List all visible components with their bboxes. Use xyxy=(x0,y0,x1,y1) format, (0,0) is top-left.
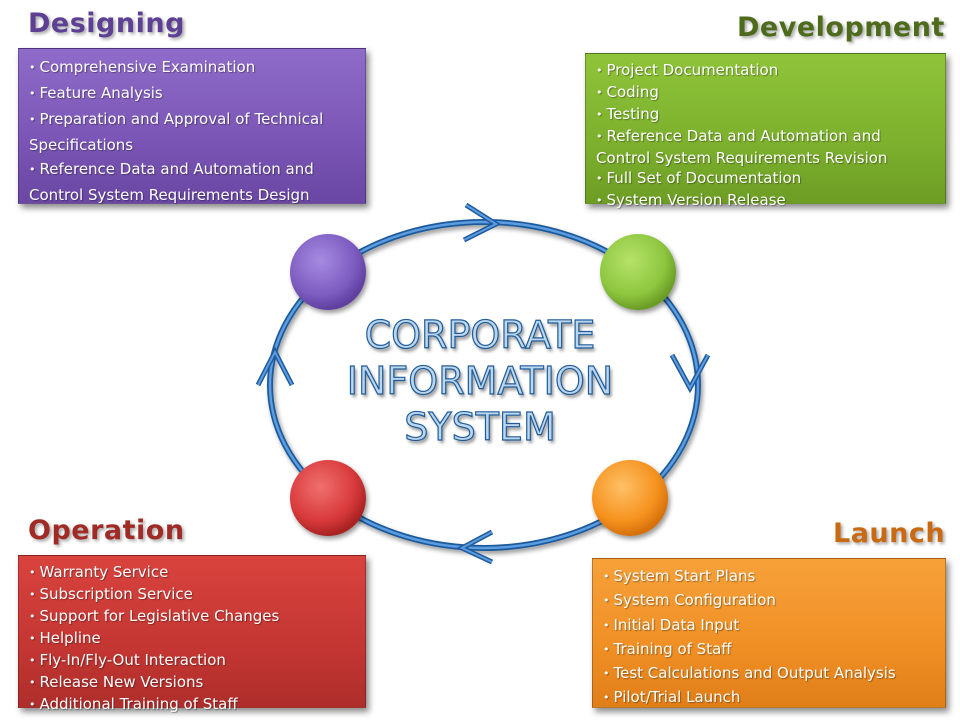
list-item: Project Documentation xyxy=(596,60,937,82)
operation-node xyxy=(290,460,366,536)
list-item: System Start Plans xyxy=(603,565,937,589)
list-item: Coding xyxy=(596,82,937,104)
center-title-line-3: SYSTEM xyxy=(404,404,557,449)
cycle-ring xyxy=(267,219,701,551)
list-item: Reference Data and Automation and Contro… xyxy=(596,126,937,168)
cycle-arrow-bottom xyxy=(456,529,494,565)
launch-heading: Launch xyxy=(833,518,946,549)
list-item: Helpline xyxy=(29,628,357,650)
cycle-arrow-top xyxy=(462,202,502,243)
list-item: Warranty Service xyxy=(29,562,357,584)
list-item: Comprehensive Examination xyxy=(29,55,357,81)
list-item: Testing xyxy=(596,104,937,126)
launch-node xyxy=(592,460,668,536)
center-title-line-1: CORPORATE xyxy=(364,312,596,357)
list-item: Support for Legislative Changes xyxy=(29,606,357,628)
development-heading: Development xyxy=(737,12,945,43)
launch-box: System Start Plans System Configuration … xyxy=(592,558,946,708)
list-item: System Configuration xyxy=(603,589,937,613)
list-item: System Version Release xyxy=(596,190,937,212)
list-item: Additional Training of Staff xyxy=(29,694,357,716)
list-item: Fly-In/Fly-Out Interaction xyxy=(29,650,357,672)
cycle-arrow-right xyxy=(669,353,711,394)
operation-box: Warranty Service Subscription Service Su… xyxy=(18,555,366,713)
launch-list: System Start Plans System Configuration … xyxy=(603,565,937,711)
operation-list: Warranty Service Subscription Service Su… xyxy=(29,562,357,716)
list-item: Full Set of Documentation xyxy=(596,168,937,190)
list-item: Subscription Service xyxy=(29,584,357,606)
designing-box: Comprehensive Examination Feature Analys… xyxy=(18,48,366,204)
list-item: Release New Versions xyxy=(29,672,357,694)
designing-list: Comprehensive Examination Feature Analys… xyxy=(29,55,357,207)
cycle-arrow-left xyxy=(255,346,295,387)
list-item: Feature Analysis xyxy=(29,81,357,107)
center-title-line-2: INFORMATION xyxy=(346,358,614,403)
list-item: Training of Staff xyxy=(603,638,937,662)
development-list: Project Documentation Coding Testing Ref… xyxy=(596,60,937,212)
list-item: Pilot/Trial Launch xyxy=(603,686,937,710)
list-item: Reference Data and Automation and Contro… xyxy=(29,157,357,207)
list-item: Test Calculations and Output Analysis xyxy=(603,662,937,686)
operation-heading: Operation xyxy=(28,515,185,546)
designing-heading: Designing xyxy=(28,8,185,39)
list-item: Preparation and Approval of Technical Sp… xyxy=(29,107,357,157)
designing-node xyxy=(290,234,366,310)
center-title: CORPORATE INFORMATION SYSTEM xyxy=(330,312,630,450)
list-item: Initial Data Input xyxy=(603,614,937,638)
development-node xyxy=(600,234,676,310)
development-box: Project Documentation Coding Testing Ref… xyxy=(585,53,946,209)
